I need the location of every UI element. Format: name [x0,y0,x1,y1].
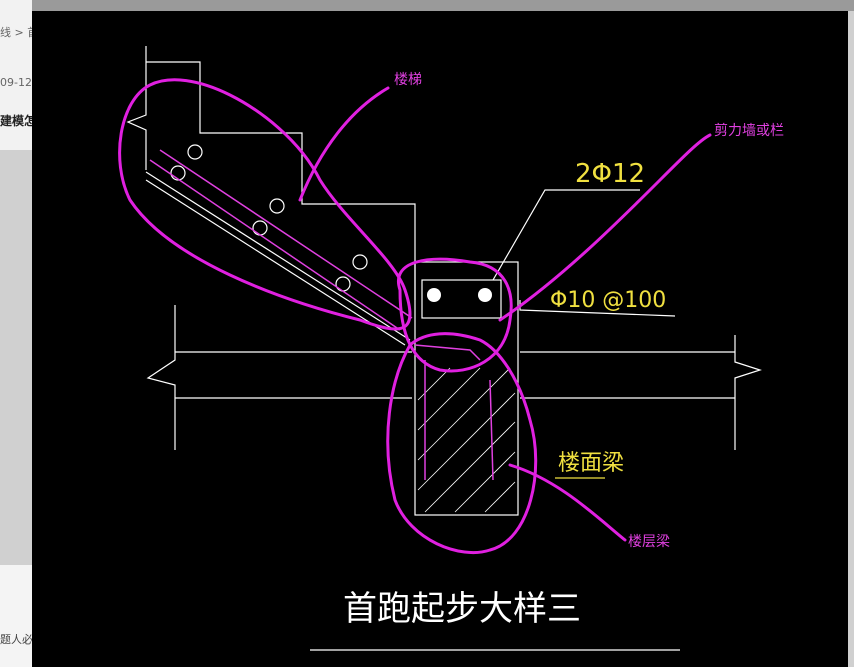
cad-drawing-viewer[interactable]: 2Φ12 Φ10 @100 楼面梁 楼梯 剪力墙或栏 楼层梁 首跑起步大样三 [32,11,848,667]
stair-slab-bottom [145,171,411,341]
stair-annotation: 楼梯 [394,72,422,88]
stair-slab-bottom-2 [145,179,406,346]
beam-top-box [421,279,502,319]
stair-leader [298,86,390,202]
right-break-line [734,335,762,450]
viewer-top-bar [32,0,854,11]
beam-loop [386,332,538,555]
stair-loop [118,78,412,331]
magenta-rebar-lines [149,149,494,481]
beam-hatching [417,367,516,513]
drawing-title: 首跑起步大样三 [343,589,581,629]
post-date: 09-12 [0,76,32,89]
floor-beam-leader [508,463,627,542]
breadcrumb[interactable]: 线 > 首 [0,26,39,39]
beam-top-loop [396,257,513,373]
stirrup-label: Φ10 @100 [550,288,666,313]
rebar-leader [492,189,640,281]
shear-wall-leader [498,133,712,322]
floor-beam-annotation: 楼层梁 [628,534,670,550]
viewer-right-edge [848,11,854,667]
stirrup-leader [519,300,676,317]
left-break-line [146,305,176,450]
annotation-loops [118,78,712,555]
stair-steps-outline [146,61,416,300]
cad-drawing: 2Φ12 Φ10 @100 楼面梁 楼梯 剪力墙或栏 楼层梁 首跑起步大样三 [118,46,784,651]
shear-wall-annotation: 剪力墙或栏 [714,123,784,139]
stair-break-line [126,46,147,170]
beam-rebars [427,288,492,302]
post-title[interactable]: 建模怎 [0,114,37,128]
rebar-top-label: 2Φ12 [575,159,645,189]
footer-text: 题人必 [0,633,33,646]
beam-label: 楼面梁 [558,451,624,476]
